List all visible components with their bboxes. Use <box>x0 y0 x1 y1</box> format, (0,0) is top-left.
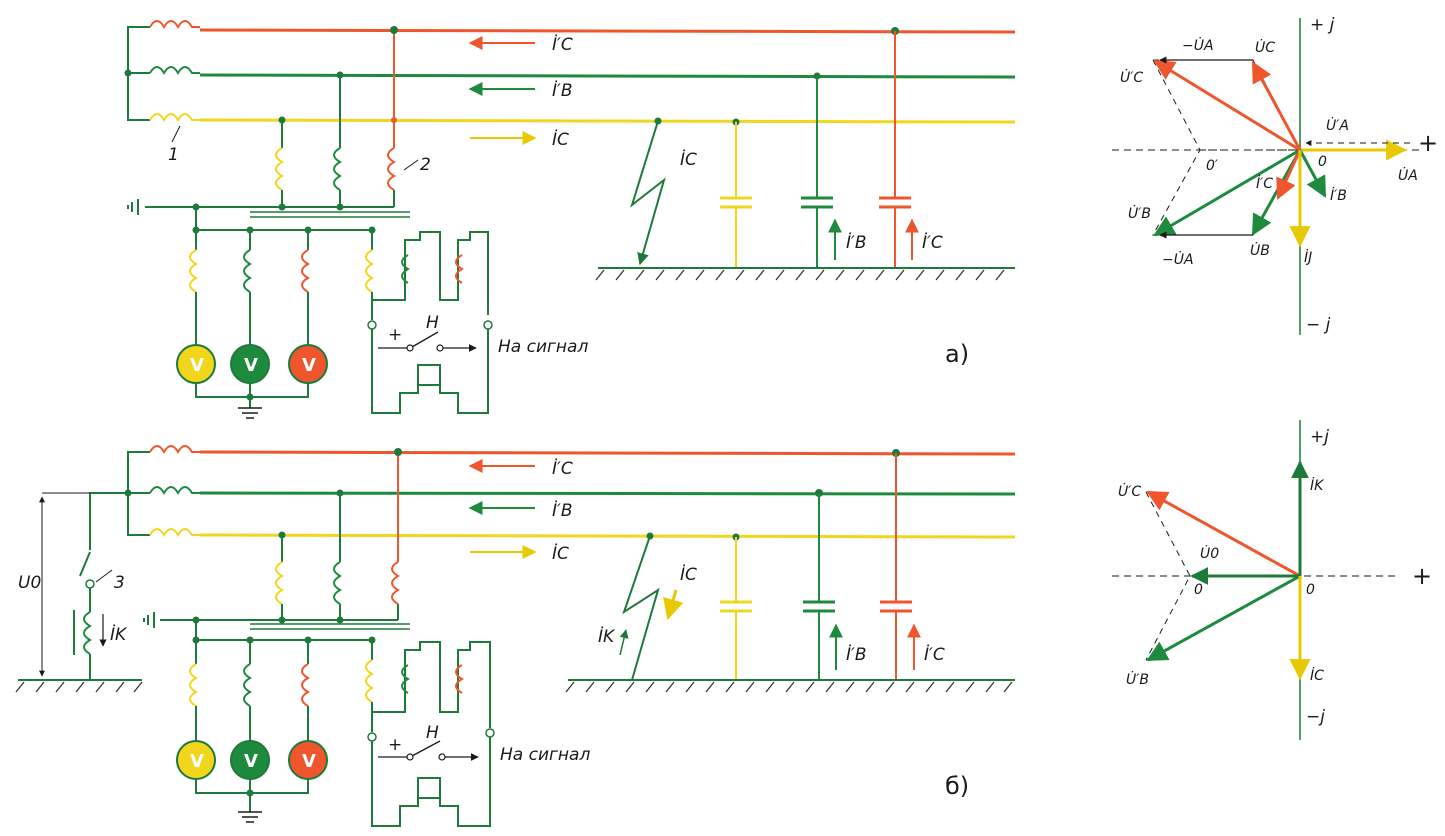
label-ic-prime-a: İ′C <box>552 34 573 55</box>
label-ub-prime: U̇′B <box>1128 205 1151 222</box>
voltmeter-label: V <box>244 751 258 772</box>
label-ic-cap-a: İ′C <box>922 232 943 253</box>
axis-plus-b: + <box>1412 562 1432 590</box>
origin-b: 0 <box>1306 582 1315 598</box>
voltmeter-label: V <box>190 751 204 772</box>
label-ic-cap-b: İ′C <box>924 644 945 665</box>
bus-a-a <box>199 118 1016 124</box>
label-ub-prime-b: U̇′B <box>1126 671 1149 688</box>
signal-label-a: На сигнал <box>498 337 588 357</box>
winding-c-a <box>149 20 200 29</box>
relay-plus-a: + <box>388 325 402 345</box>
label-u0: U0 <box>18 573 41 593</box>
axis-minus-j-a: − j <box>1306 315 1331 335</box>
bus-a-b <box>199 533 1016 539</box>
voltmeter-label: V <box>302 355 316 376</box>
bus-b-b <box>199 491 1016 496</box>
mark-2: 2 <box>420 155 431 175</box>
label-ua: U̇A <box>1398 167 1418 184</box>
axis-minus-j-b: −j <box>1306 707 1325 727</box>
label-minus-ua-bottom: −U̇A <box>1162 251 1194 268</box>
label-minus-ua-top: −U̇A <box>1182 37 1214 54</box>
origin-a: 0 <box>1318 154 1327 170</box>
label-ic-fault-a: İC <box>680 149 697 170</box>
label-ib-prime-a: İ′B <box>552 80 573 101</box>
winding-b-a <box>149 66 200 75</box>
label-u0-vec: U̇0 <box>1200 545 1219 562</box>
relay-h-a: H <box>426 313 439 333</box>
bus-c-a <box>199 28 1016 34</box>
label-ub: U̇B <box>1250 242 1270 259</box>
axis-plus-a: + <box>1418 129 1438 157</box>
relay-plus-b: + <box>388 735 402 755</box>
voltmeter-label: V <box>190 355 204 376</box>
signal-label-b: На сигнал <box>500 745 590 765</box>
axis-plus-j-b: +j <box>1310 427 1329 447</box>
label-ic-a: İC <box>552 129 569 150</box>
panel-label-b: б) <box>945 772 969 800</box>
label-ik-vec: İK <box>1310 476 1325 494</box>
label-uc-prime-b: U̇′C <box>1118 483 1141 500</box>
vector-diagram-a: + j − j + 0 0′ −U̇A U̇C U̇′C U̇′A U̇A İ′… <box>1112 15 1438 335</box>
origin-shift-a: 0′ <box>1206 158 1219 174</box>
label-ib-prime-vec-a: İ′B <box>1330 186 1347 204</box>
label-ij: İJ <box>1304 248 1312 266</box>
label-ib-cap-a: İ′B <box>846 232 867 253</box>
voltmeter-label: V <box>302 751 316 772</box>
voltmeter-label: V <box>244 355 258 376</box>
label-ik-coil: İK <box>110 624 128 645</box>
label-ib-prime-b: İ′B <box>552 500 573 521</box>
mark-3: 3 <box>114 573 125 593</box>
axis-plus-j-a: + j <box>1310 15 1335 35</box>
bus-c-b <box>199 450 1016 456</box>
label-ic-prime-b: İ′C <box>552 458 573 479</box>
panel-label-a: а) <box>945 340 969 368</box>
origin-shift-b: 0 <box>1194 582 1203 598</box>
vector-diagram-b: +j −j + 0 0 U̇′C U̇0 U̇′B İK İC <box>1112 420 1432 740</box>
label-ic-vec-b: İC <box>1310 666 1324 684</box>
label-ua-prime: U̇′A <box>1326 117 1349 134</box>
label-uc-prime: U̇′C <box>1120 69 1143 86</box>
bus-b-a <box>199 73 1016 79</box>
label-ic-fault-b: İC <box>680 564 697 585</box>
label-ik-fault: İK <box>598 626 616 647</box>
relay-h-b: H <box>426 723 439 743</box>
mark-1: 1 <box>168 145 179 165</box>
panel-a: 1 2 <box>124 20 1016 419</box>
label-ic-prime-vec-a: İ′C <box>1256 174 1273 192</box>
label-ib-cap-b: İ′B <box>846 644 867 665</box>
winding-a-a <box>149 113 200 122</box>
label-ic-b: İC <box>552 543 569 564</box>
panel-b: 3 İK U0 <box>15 445 1016 827</box>
label-uc: U̇C <box>1255 39 1275 56</box>
